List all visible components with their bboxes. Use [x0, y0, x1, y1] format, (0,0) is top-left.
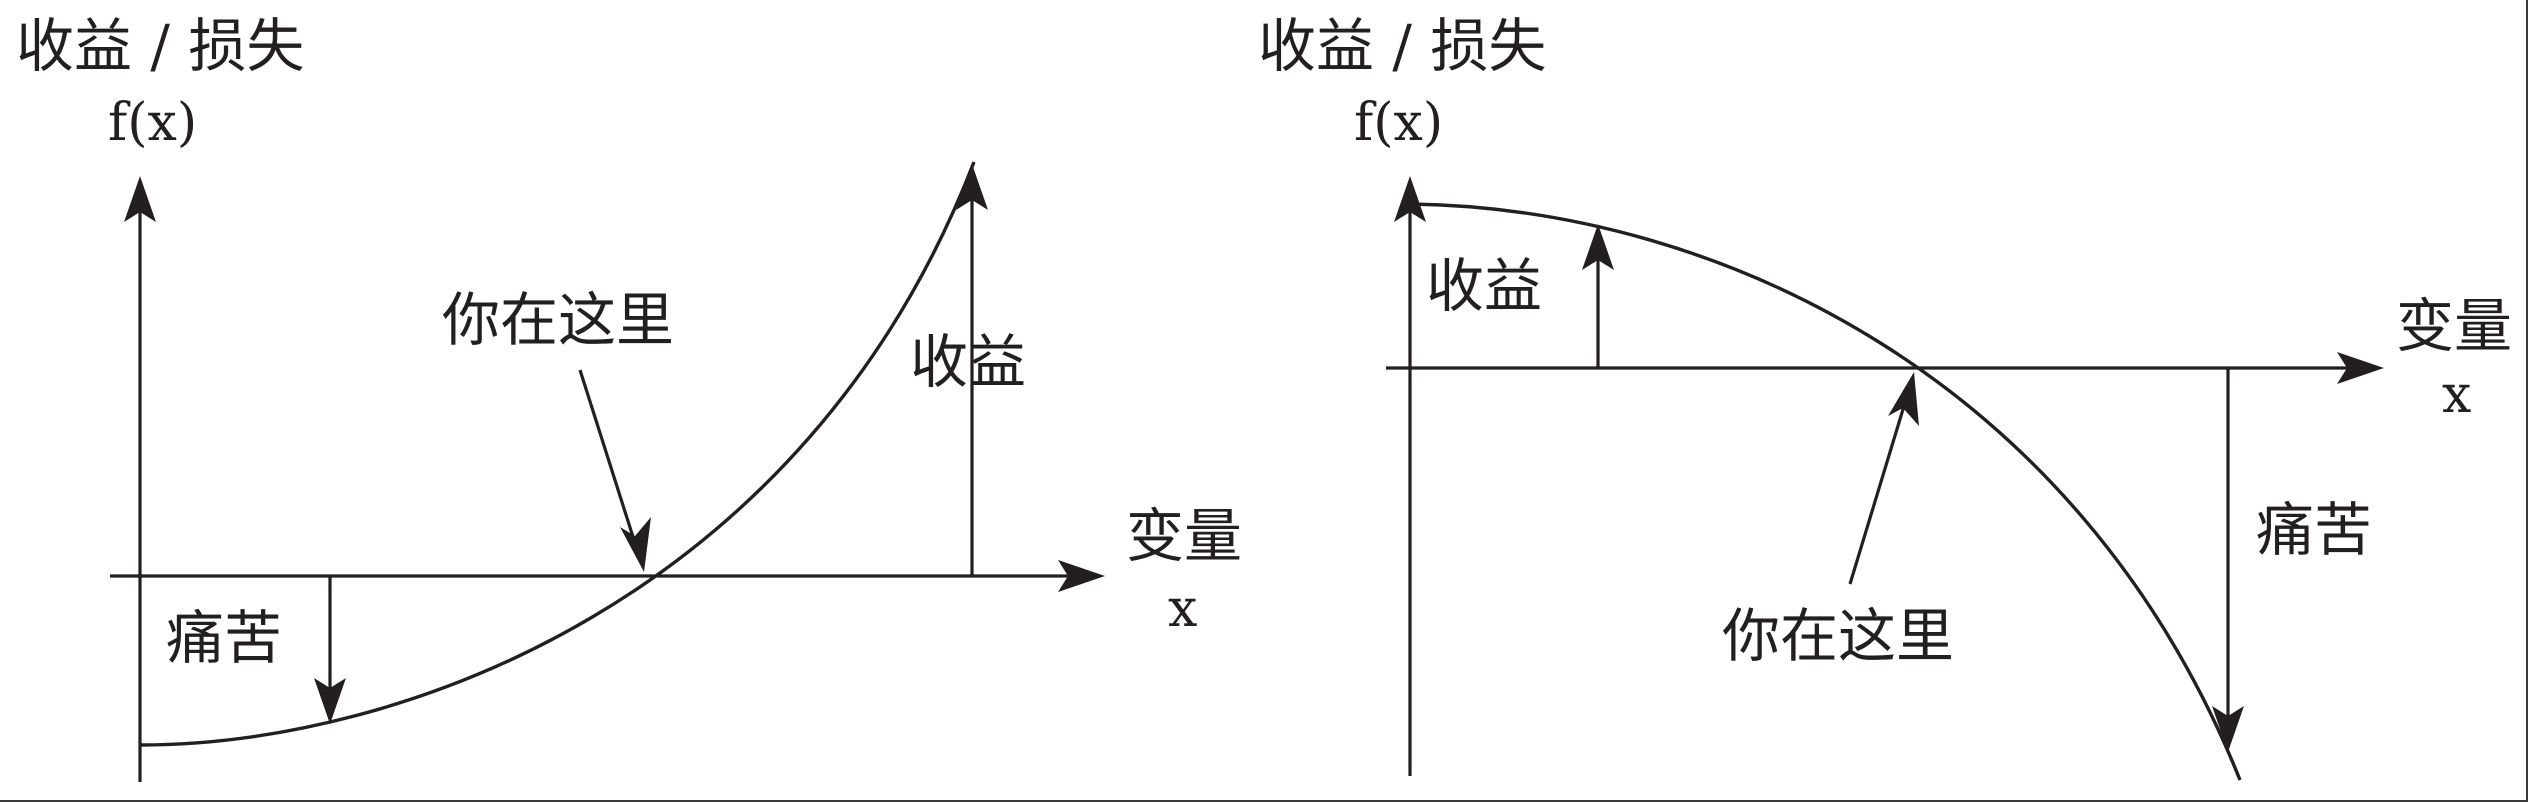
left-gain-arrowhead	[956, 164, 988, 210]
left-pain-label: 痛苦	[166, 604, 282, 672]
left-gain-label: 收益	[910, 328, 1026, 396]
left-y-axis-title: 收益 / 损失	[16, 12, 304, 80]
right-gain-label: 收益	[1426, 252, 1542, 320]
left-y-axis-symbol: f(x)	[108, 93, 197, 153]
left-you-are-here-arrowhead	[620, 517, 651, 572]
right-you-are-here-arrowhead	[1888, 372, 1919, 426]
right-y-axis-arrowhead	[1394, 176, 1426, 222]
left-pain-arrowhead	[314, 678, 346, 724]
right-curve	[1409, 202, 2242, 781]
right-x-axis-title: 变量	[2396, 292, 2512, 360]
right-you-are-here-label: 你在这里	[1722, 602, 1954, 670]
left-y-axis-arrowhead	[124, 176, 156, 222]
right-pain-arrowhead	[2212, 706, 2244, 752]
right-panel: 收益 / 损失 f(x) 变量 x 你在这里 收益 痛苦	[1258, 12, 2512, 781]
right-you-are-here-pointer	[1848, 405, 1906, 585]
right-gain-arrowhead	[1582, 224, 1614, 270]
right-pain-label: 痛苦	[2256, 496, 2372, 564]
right-x-axis-arrowhead	[2337, 352, 2384, 384]
left-x-axis-title: 变量	[1126, 502, 1242, 570]
right-y-axis-symbol: f(x)	[1354, 93, 1443, 153]
left-x-axis-symbol: x	[1168, 579, 1197, 639]
left-you-are-here-label: 你在这里	[442, 286, 674, 354]
left-you-are-here-pointer	[578, 369, 636, 541]
left-x-axis-arrowhead	[1058, 560, 1105, 592]
left-panel: 收益 / 损失 f(x) 变量 x 你在这里 收益 痛苦	[16, 12, 1242, 782]
right-y-axis-title: 收益 / 损失	[1258, 12, 1546, 80]
left-curve	[139, 161, 976, 747]
right-x-axis-symbol: x	[2442, 365, 2471, 425]
